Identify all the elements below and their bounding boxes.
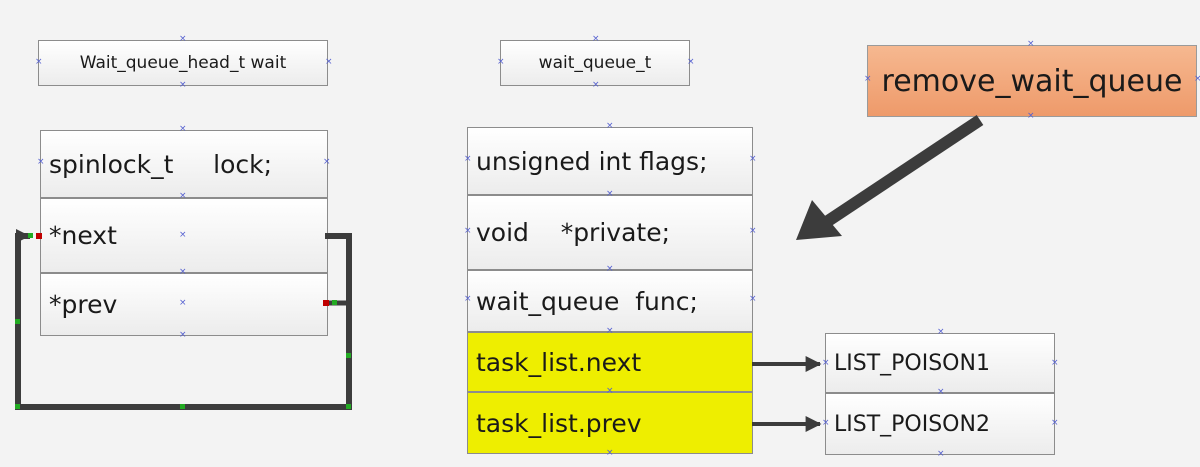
list-poison2-box: LIST_POISON2 [825, 393, 1055, 455]
entry-field-private: void *private; [467, 195, 753, 270]
entry-type-label: wait_queue_t [500, 40, 690, 86]
head-field-lock: spinlock_t lock; [40, 130, 328, 198]
remove-arrowhead [796, 200, 842, 240]
entry-field-task-list-next: task_list.next [467, 332, 753, 392]
list-poison1-box: LIST_POISON1 [825, 333, 1055, 393]
head-type-label: Wait_queue_head_t wait [38, 40, 328, 86]
entry-field-task-list-prev: task_list.prev [467, 392, 753, 454]
entry-field-flags: unsigned int flags; [467, 127, 753, 195]
remove-wait-queue-label: remove_wait_queue [867, 45, 1197, 117]
head-loop-arrowhead [16, 229, 30, 243]
entry-field-func: wait_queue func; [467, 270, 753, 332]
remove-arrow [821, 115, 984, 228]
